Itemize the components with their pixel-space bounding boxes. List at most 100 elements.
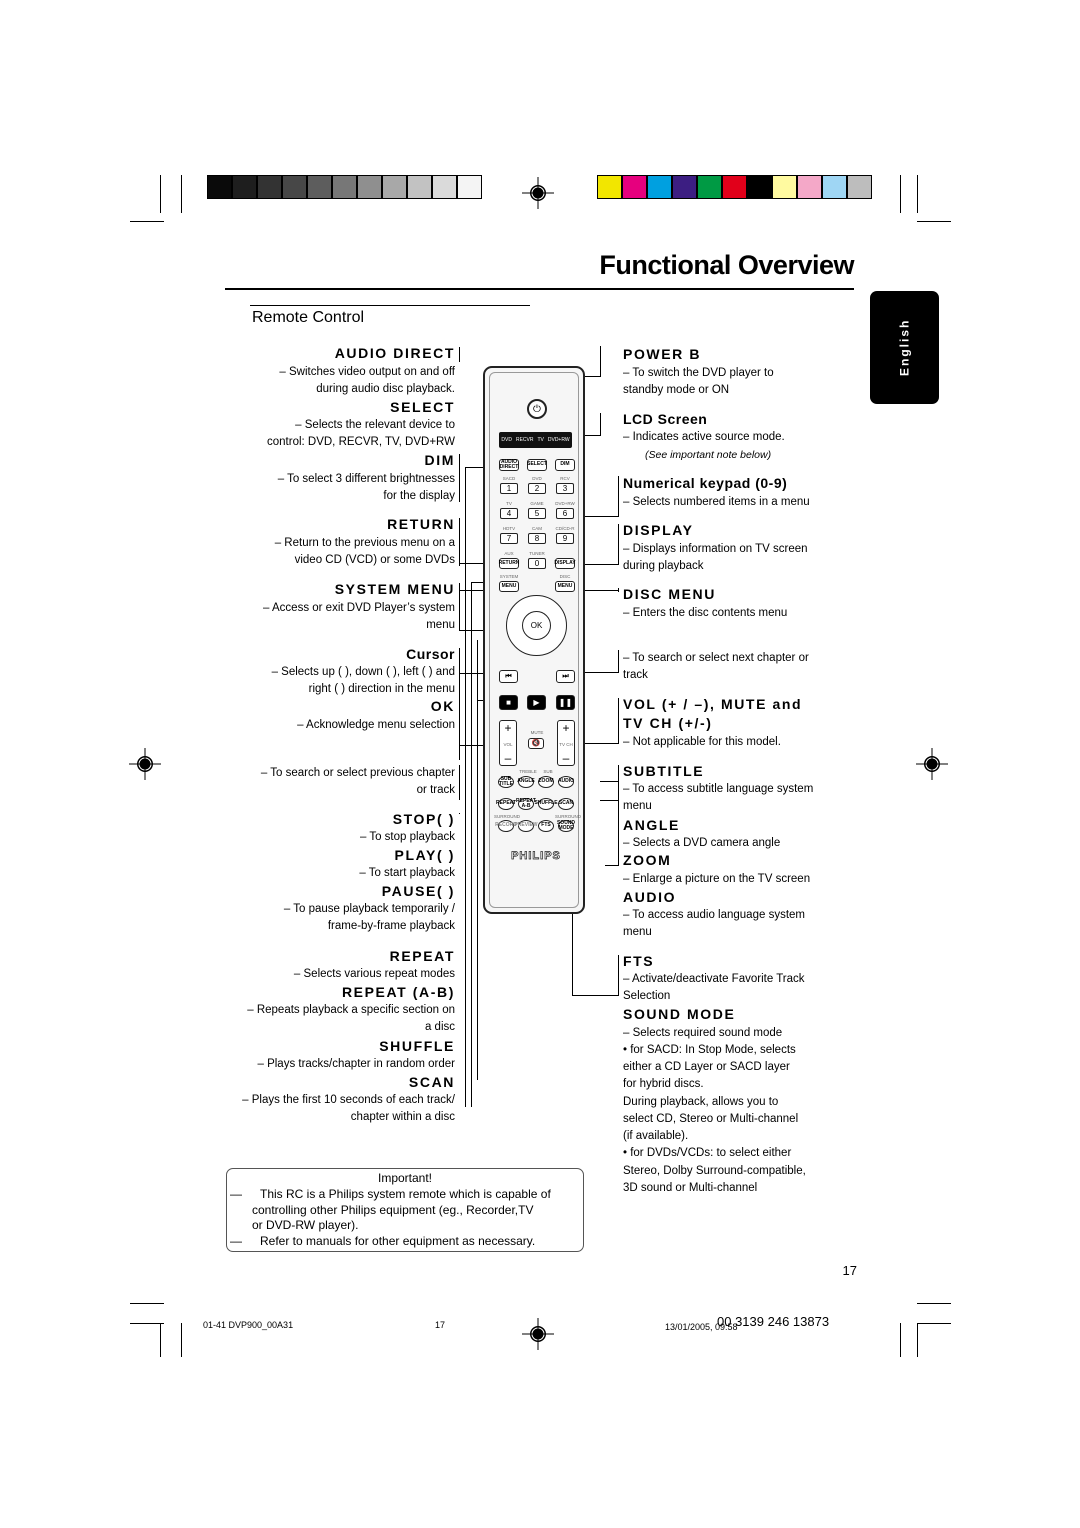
tv-ch-label: TV CH (559, 742, 573, 747)
calibration-swatch (747, 175, 772, 199)
previous-key-icon: ⏮ (499, 670, 518, 683)
repeat-ab-desc-2: a disc (424, 1021, 455, 1033)
fts-key: FTS (538, 820, 554, 832)
sound-mode-desc-2: • for SACD: In Stop Mode, selects (623, 1044, 796, 1056)
next-key-icon: ⏭ (556, 670, 575, 683)
vol-mute-desc-1: – Not applicable for this model. (623, 736, 781, 748)
scan-key: SCAN (558, 798, 574, 810)
lcd-screen-note: (See important note below) (645, 449, 772, 461)
return-key: RETURN (499, 558, 519, 569)
crop-mark (130, 221, 164, 222)
pause-desc-1: – To pause playback temporarily / (283, 903, 455, 915)
key-0: 0 (528, 558, 546, 569)
audio-key: AUDIO (558, 776, 574, 788)
key-label: TV (506, 501, 512, 506)
crop-mark (130, 1323, 164, 1324)
return-desc-2: video CD (VCD) or some DVDs (294, 554, 455, 566)
audio-heading: AUDIO (623, 889, 677, 905)
play-desc-1: – To start playback (359, 867, 455, 879)
fts-desc-2: Selection (623, 990, 671, 1002)
crop-mark (900, 175, 901, 213)
fts-heading: FTS (623, 953, 655, 969)
pause-heading: PAUSE( ) (381, 883, 455, 899)
sound-mode-key: SOUND MODE (556, 819, 576, 832)
cursor-pad: OK (506, 595, 567, 656)
key-label: CD/CD-R (555, 526, 575, 531)
angle-desc-1: – Selects a DVD camera angle (623, 837, 781, 849)
dim-key: DIM (555, 459, 575, 471)
key-6: 6 (556, 508, 574, 519)
sound-mode-desc-4: for hybrid discs. (623, 1078, 704, 1090)
key-label: CAM (532, 526, 542, 531)
power-button-icon: ⏻ (527, 399, 547, 419)
disc-menu-heading: DISC MENU (623, 586, 716, 602)
key-label: RCV (560, 476, 570, 481)
lcd-screen-heading: LCD Screen (623, 411, 708, 427)
return-desc-1: – Return to the previous menu on a (274, 537, 455, 549)
system-menu-desc-1: – Access or exit DVD Player’s system (263, 602, 455, 614)
repeat-heading: REPEAT (389, 948, 455, 964)
record-key: RECORD (495, 820, 517, 832)
power-heading: POWER B (623, 346, 702, 362)
repeat-desc-1: – Selects various repeat modes (293, 968, 455, 980)
select-desc-2: control: DVD, RECVR, TV, DVD+RW (267, 436, 455, 448)
key-label: DVD+RW (555, 501, 575, 506)
tv-channel-rocker: +– (557, 720, 575, 766)
key-label: HDTV (502, 526, 516, 531)
lcd-tv: TV (537, 437, 544, 443)
system-menu-desc-2: menu (426, 619, 455, 631)
return-heading: RETURN (387, 516, 455, 532)
crop-mark (917, 1303, 951, 1304)
language-tab-label: English (897, 318, 912, 377)
key-3: 3 (556, 483, 574, 494)
system-menu-key: MENU (499, 581, 519, 592)
calibration-swatch (457, 175, 482, 199)
important-line-3: or DVD-RW player). (252, 1218, 359, 1232)
crop-mark (130, 1303, 164, 1304)
disc-label: DISC (559, 574, 571, 579)
remote-control-illustration: ⏻ DVD RECVR TV DVD+RW AUDIO DIRECT SELEC… (483, 366, 585, 914)
next-desc-2: track (623, 669, 648, 681)
cursor-desc-1: – Selects up ( ), down ( ), left ( ) and (271, 666, 455, 678)
sound-mode-desc-7: (if available). (623, 1130, 689, 1142)
fts-desc-1: – Activate/deactivate Favorite Track (623, 973, 805, 985)
row3-top-label: SURROUND (494, 814, 521, 819)
calibration-swatch (257, 175, 282, 199)
key-2: 2 (528, 483, 546, 494)
repeat-ab-key: REPEAT A-B (516, 797, 536, 810)
disc-menu-key: MENU (555, 581, 575, 592)
play-key-icon: ▶ (527, 695, 546, 710)
crop-mark (917, 175, 918, 213)
calibration-swatch (772, 175, 797, 199)
scan-heading: SCAN (408, 1074, 455, 1090)
remote-lcd: DVD RECVR TV DVD+RW (499, 432, 572, 448)
mute-label: MUTE (530, 730, 544, 735)
footer-date: 13/01/2005, 09:58 (665, 1322, 738, 1332)
repeat-ab-heading: REPEAT (A-B) (341, 984, 455, 1000)
previous-desc-1: – To search or select previous chapter (260, 767, 455, 779)
key-label: SACD (502, 476, 516, 481)
key-1: 1 (500, 483, 518, 494)
key-8: 8 (528, 533, 546, 544)
cursor-heading: Cursor (406, 646, 455, 662)
page-title: Functional Overview (599, 250, 854, 280)
dim-desc-2: for the display (383, 490, 455, 502)
calibration-swatch (332, 175, 357, 199)
mute-key-icon: 🔇 (528, 738, 544, 749)
zoom-desc-1: – Enlarge a picture on the TV screen (623, 873, 811, 885)
audio-desc-2: menu (623, 926, 652, 938)
numerical-keypad-heading: Numerical keypad (0-9) (623, 475, 788, 491)
calibration-swatch (622, 175, 647, 199)
power-desc-1: – To switch the DVD player to (623, 367, 774, 379)
sound-mode-desc-1: – Selects required sound mode (623, 1027, 783, 1039)
registration-mark-icon (522, 177, 554, 209)
important-heading: Important! (377, 1171, 433, 1185)
numerical-keypad-desc-1: – Selects numbered items in a menu (623, 496, 810, 508)
calibration-swatch (797, 175, 822, 199)
ok-heading: OK (430, 698, 455, 714)
title-rule (225, 288, 854, 290)
crop-mark (160, 1323, 161, 1357)
language-tab: English (870, 291, 939, 404)
crop-mark (181, 1323, 182, 1357)
crop-mark (917, 1323, 918, 1357)
